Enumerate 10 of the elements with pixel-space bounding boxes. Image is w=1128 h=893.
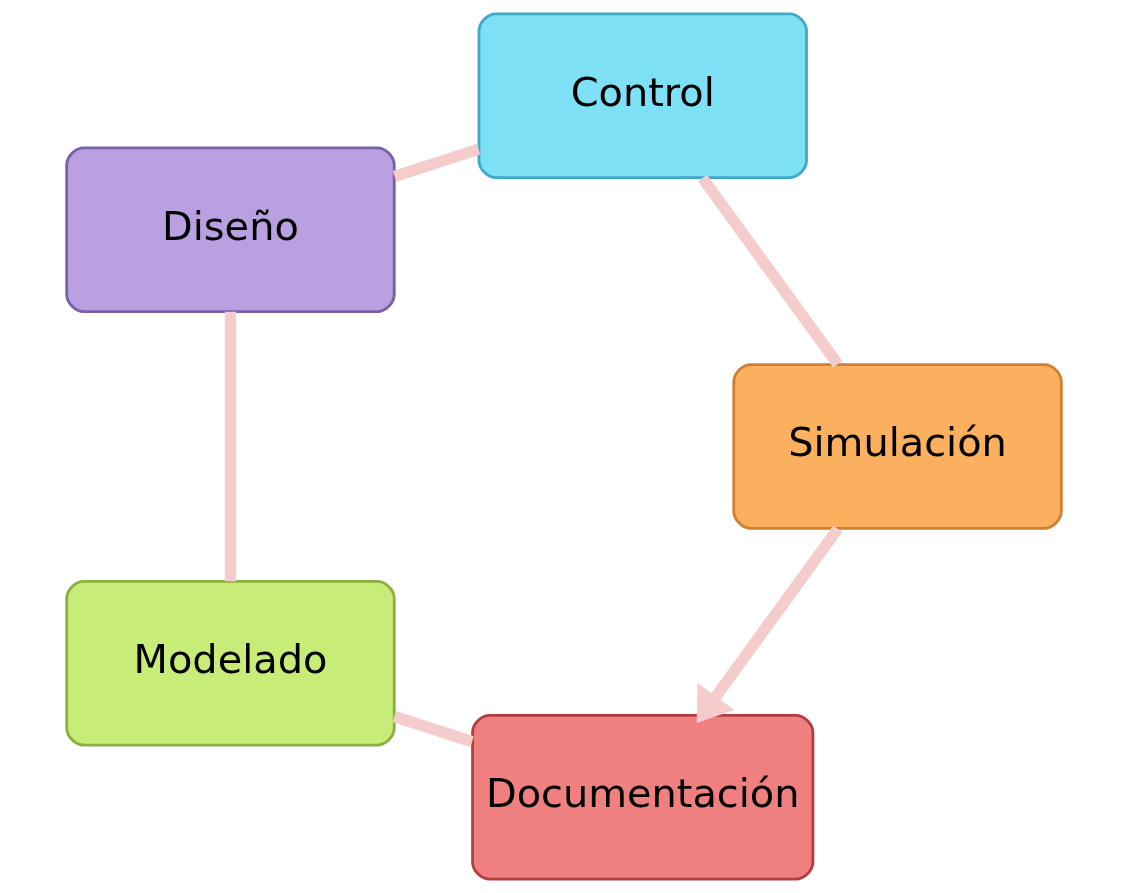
arrow xyxy=(696,525,843,723)
connector xyxy=(697,174,843,368)
node-box: Simulación xyxy=(732,363,1063,530)
node-box: Control xyxy=(477,12,808,180)
node-box: Documentación xyxy=(471,713,815,881)
connector xyxy=(392,143,481,182)
node-box: Diseño xyxy=(65,146,396,314)
connector xyxy=(392,711,474,748)
node-box: Modelado xyxy=(65,579,396,747)
connector xyxy=(224,311,237,582)
